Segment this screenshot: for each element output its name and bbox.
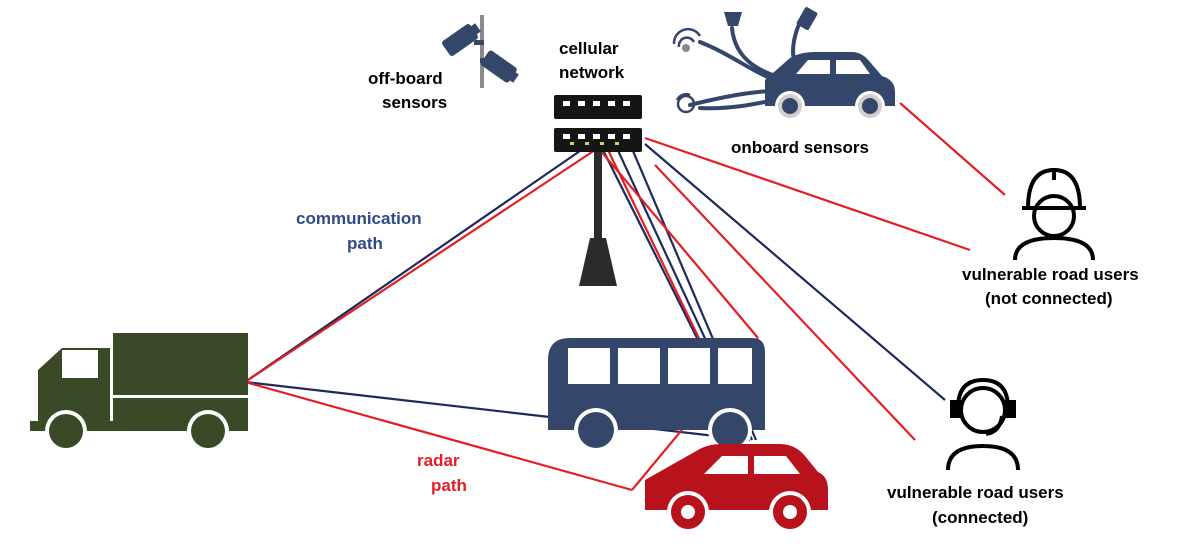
comm-line-tower-truck xyxy=(244,143,591,383)
bus-icon xyxy=(548,338,765,452)
cellular-tower-icon xyxy=(554,95,642,286)
comm-line-tower-vru-connected xyxy=(644,143,946,401)
cellular-label-line1: cellular xyxy=(559,39,619,58)
comm-line-truck-car xyxy=(244,380,751,442)
offboard-label-line2: sensors xyxy=(382,93,447,112)
radar-line-truck-bottom xyxy=(244,380,633,492)
radar-path-label-line2: path xyxy=(431,476,467,495)
radar-line-tower-vru-connected xyxy=(654,164,916,441)
sensor-car-icon xyxy=(672,7,895,121)
headset-person-icon xyxy=(946,377,1020,471)
radar-line-tower-vru-nc xyxy=(644,136,971,252)
comm-path-label-line2: path xyxy=(347,234,383,253)
truck-icon xyxy=(30,333,248,452)
worker-helmet-icon xyxy=(1013,167,1095,261)
radar-path-label-line1: radar xyxy=(417,451,460,470)
radar-line-tower-truck xyxy=(244,147,599,383)
vru-not-connected-label-line1: vulnerable road users xyxy=(962,265,1139,284)
comm-path-label-line1: communication xyxy=(296,209,422,228)
radar-paths xyxy=(244,102,1006,492)
vru-connected-label-line2: (connected) xyxy=(932,508,1028,527)
security-camera-icon xyxy=(442,15,519,88)
onboard-label: onboard sensors xyxy=(731,138,869,157)
vru-connected-label-line1: vulnerable road users xyxy=(887,483,1064,502)
radar-line-tower-bus xyxy=(599,149,759,339)
offboard-label-line1: off-board xyxy=(368,69,443,88)
radar-line-car-vru-nc xyxy=(899,102,1006,196)
car-icon xyxy=(645,444,828,533)
vru-not-connected-label-line2: (not connected) xyxy=(985,289,1113,308)
cellular-label-line2: network xyxy=(559,63,625,82)
